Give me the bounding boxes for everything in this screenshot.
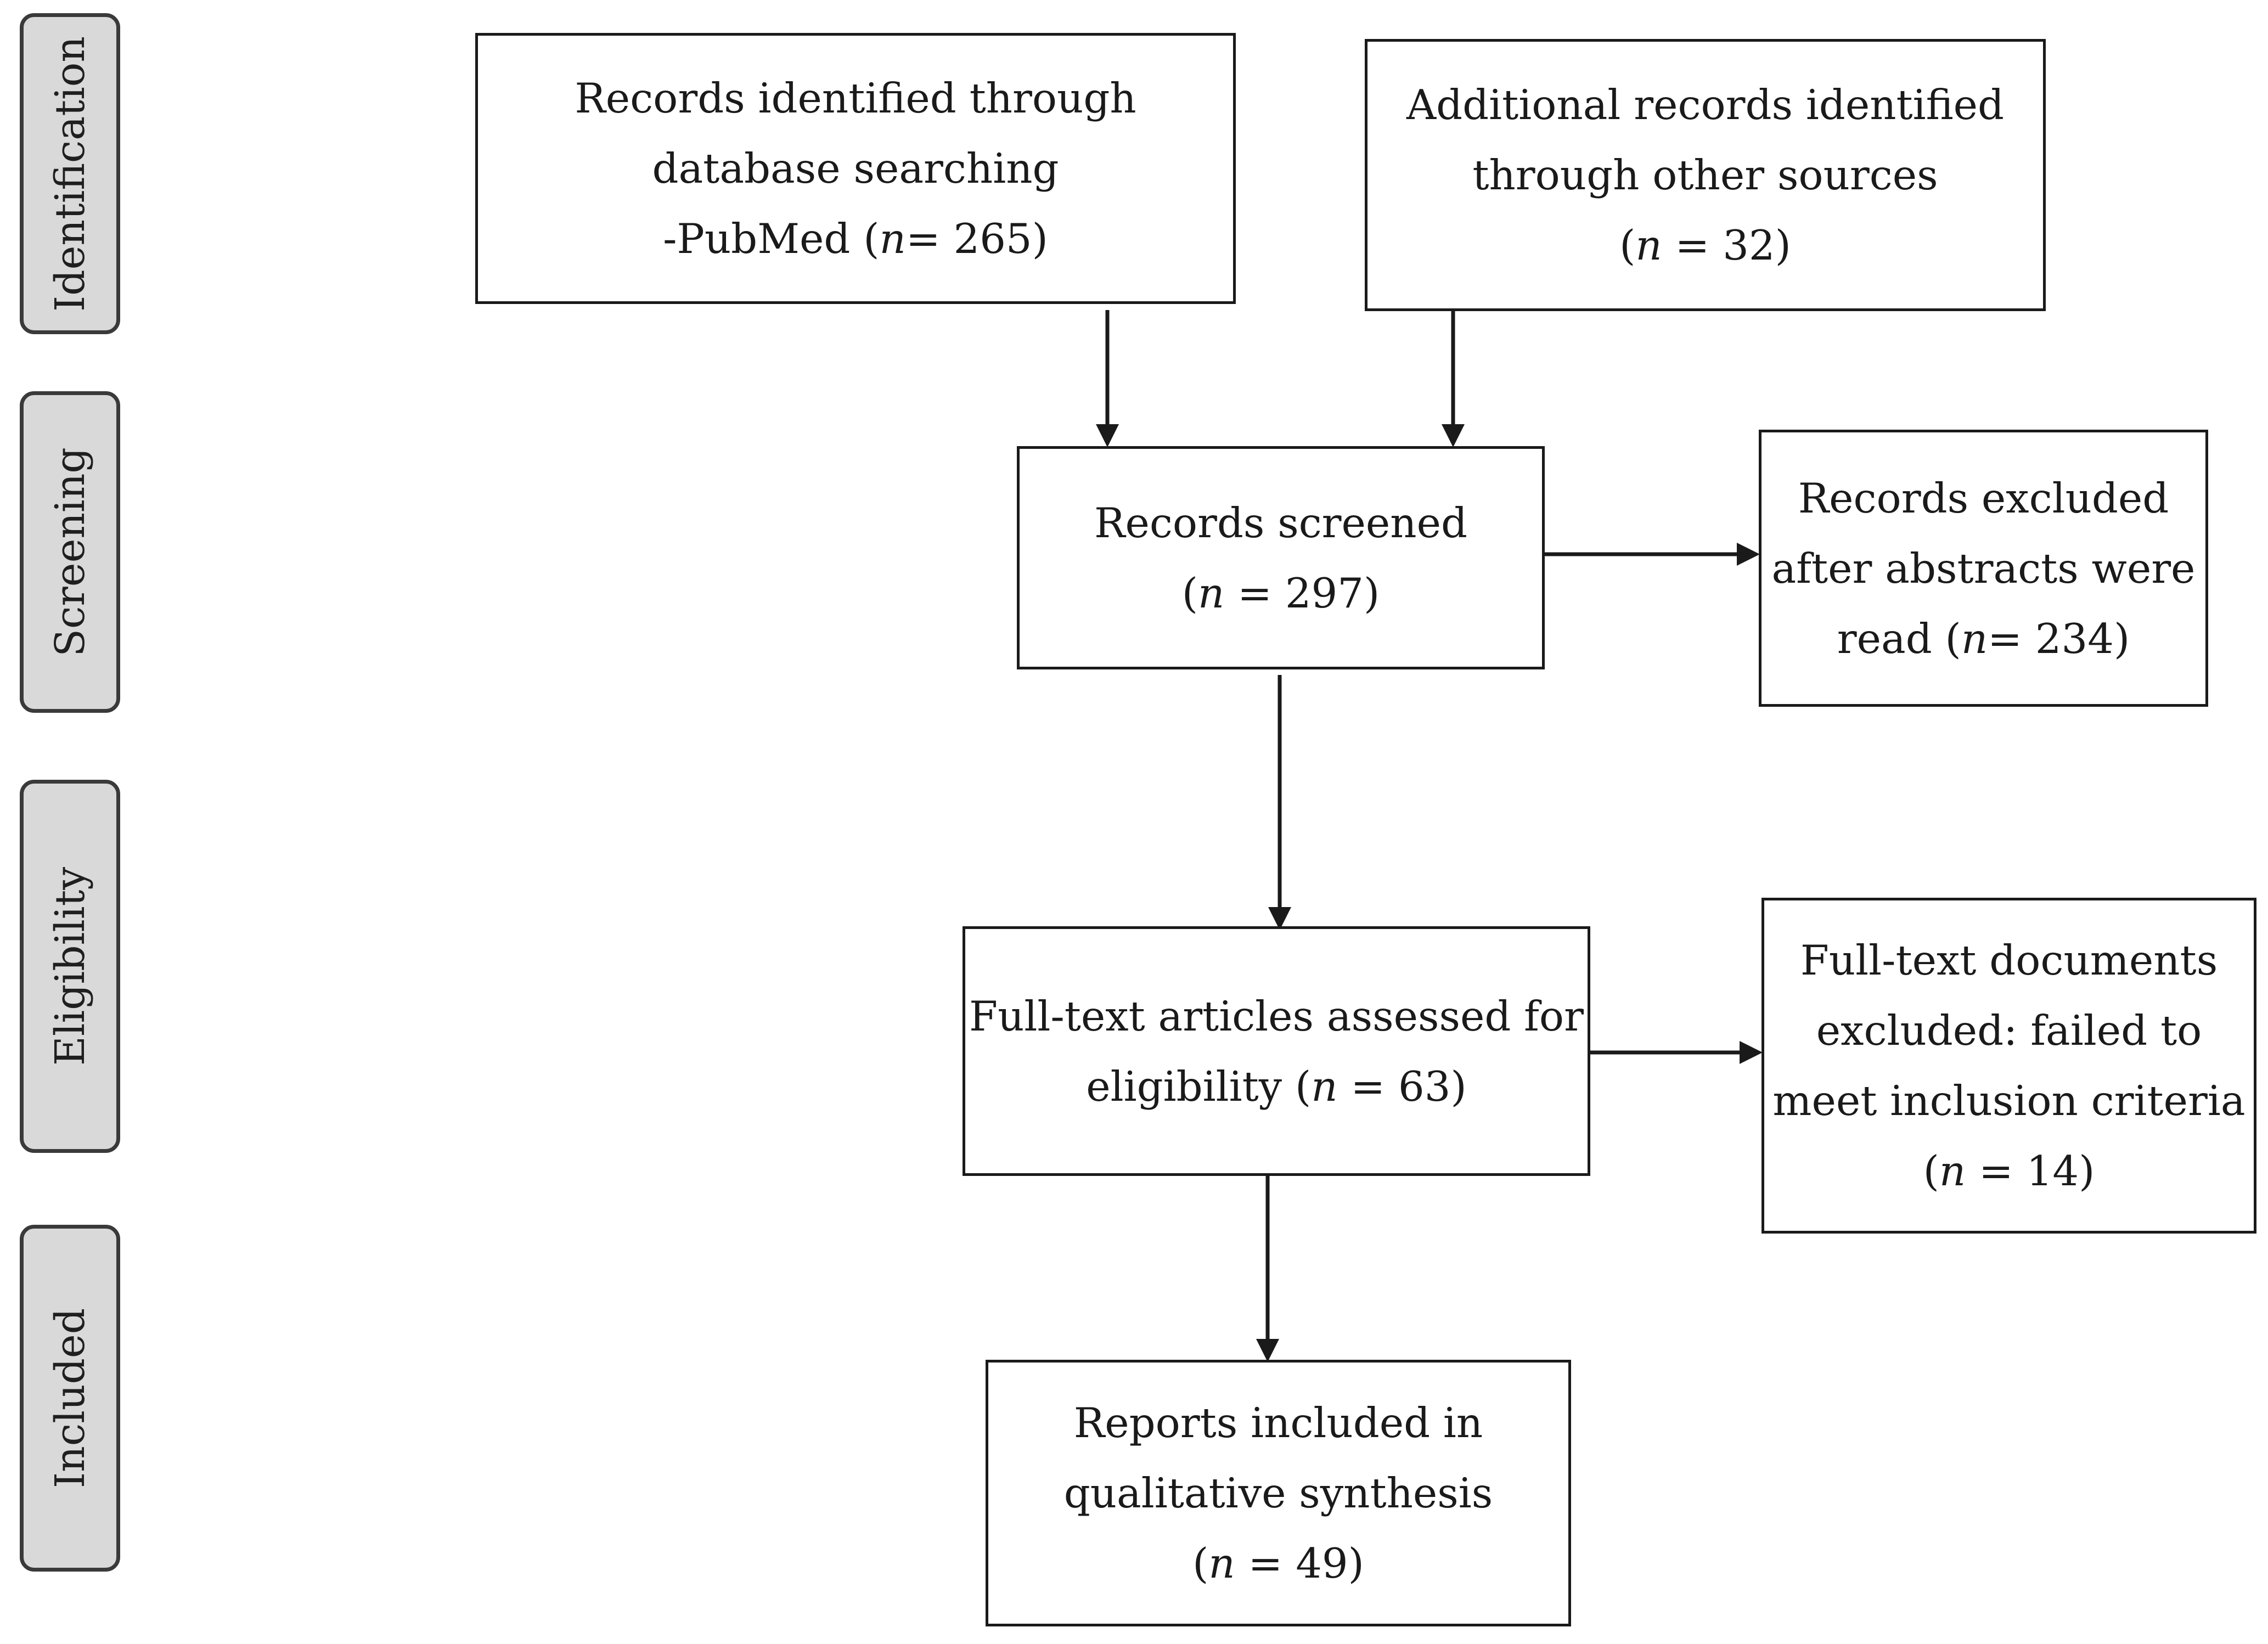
excluded-fulltext-count: (n = 14) <box>1923 1147 2095 1195</box>
additional-count: (n = 32) <box>1619 221 1791 269</box>
box-additional-sources: Additional records identified through ot… <box>1365 39 2046 311</box>
phase-tab-identification: Identification <box>20 13 120 334</box>
box-excluded-abstracts: Records excluded after abstracts were re… <box>1759 430 2208 707</box>
box-fulltext-assessed: Full-text articles assessed for eligibil… <box>963 926 1590 1176</box>
fulltext-line-1: Full-text articles assessed for <box>969 992 1584 1040</box>
excluded-fulltext-line-3: meet inclusion criteria <box>1772 1077 2246 1125</box>
screened-line-1: Records screened <box>1094 498 1468 547</box>
included-line-1: Reports included in <box>1073 1399 1483 1447</box>
excluded-abstracts-line-1: Records excluded <box>1798 474 2169 522</box>
box-database-search: Records identified through database sear… <box>475 33 1236 304</box>
phase-tab-included: Included <box>20 1225 120 1572</box>
included-count: (n = 49) <box>1192 1539 1364 1587</box>
excluded-fulltext-line-2: excluded: failed to <box>1816 1006 2202 1055</box>
database-count: -PubMed (n= 265) <box>663 215 1048 263</box>
box-records-screened: Records screened (n = 297) <box>1017 446 1545 669</box>
additional-line-2: through other sources <box>1472 151 1938 199</box>
excluded-abstracts-count: read (n= 234) <box>1837 614 2130 663</box>
additional-line-1: Additional records identified <box>1406 81 2005 129</box>
fulltext-count: eligibility (n = 63) <box>1086 1062 1467 1111</box>
box-excluded-fulltext: Full-text documents excluded: failed to … <box>1762 898 2256 1234</box>
box-included-synthesis: Reports included in qualitative synthesi… <box>986 1360 1571 1626</box>
database-line-1: Records identified through <box>575 74 1136 122</box>
database-line-2: database searching <box>652 144 1059 193</box>
excluded-abstracts-line-2: after abstracts were <box>1771 544 2196 593</box>
phase-tab-eligibility: Eligibility <box>20 780 120 1153</box>
included-line-2: qualitative synthesis <box>1063 1469 1493 1517</box>
excluded-fulltext-line-1: Full-text documents <box>1800 936 2218 984</box>
phase-tab-screening: Screening <box>20 391 120 713</box>
screened-count: (n = 297) <box>1181 568 1380 617</box>
